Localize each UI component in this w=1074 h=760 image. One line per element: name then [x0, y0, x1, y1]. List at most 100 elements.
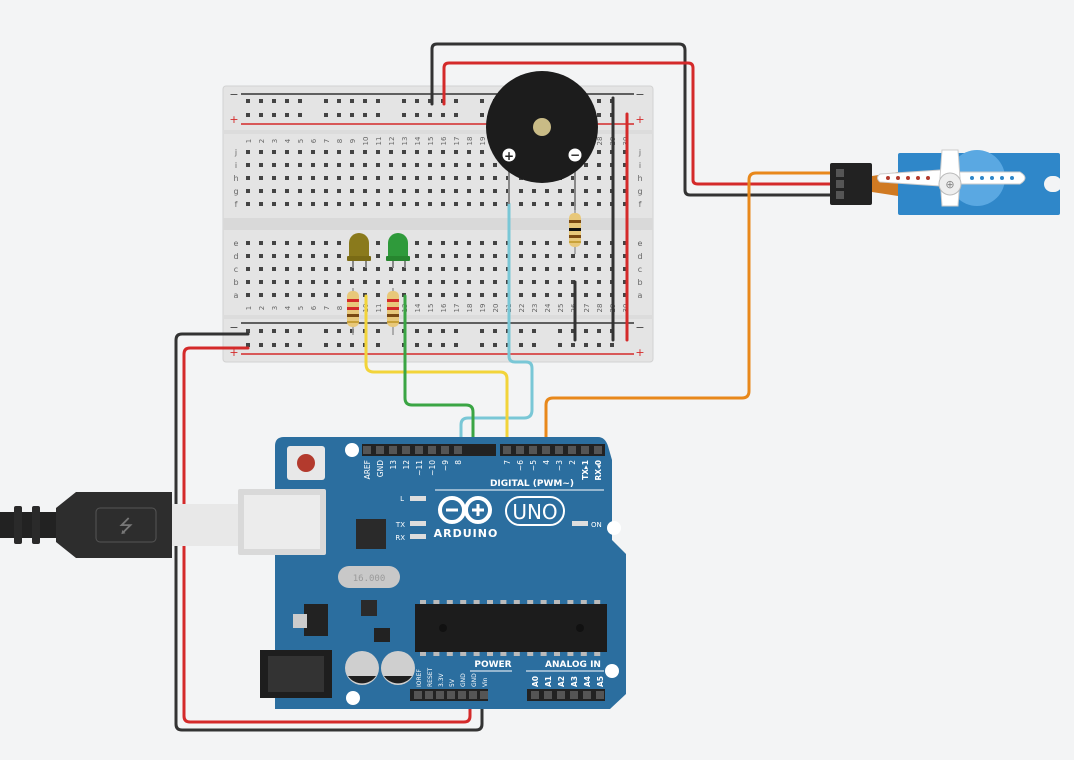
terminal-hole[interactable] — [272, 163, 276, 167]
terminal-hole[interactable] — [545, 293, 549, 297]
terminal-hole[interactable] — [415, 293, 419, 297]
rail-hole[interactable] — [324, 99, 328, 103]
wire-black-gnd[interactable] — [174, 332, 484, 732]
terminal-hole[interactable] — [467, 150, 471, 154]
terminal-hole[interactable] — [259, 254, 263, 258]
terminal-hole[interactable] — [272, 280, 276, 284]
rail-hole[interactable] — [298, 329, 302, 333]
power-pin[interactable] — [436, 691, 444, 699]
terminal-hole[interactable] — [298, 163, 302, 167]
terminal-hole[interactable] — [272, 202, 276, 206]
power-pin[interactable] — [425, 691, 433, 699]
terminal-hole[interactable] — [545, 280, 549, 284]
power-pin[interactable] — [414, 691, 422, 699]
resistor-buzzer[interactable] — [569, 206, 581, 254]
terminal-hole[interactable] — [259, 202, 263, 206]
resistor-green-led[interactable] — [387, 288, 399, 335]
terminal-hole[interactable] — [623, 150, 627, 154]
terminal-hole[interactable] — [415, 150, 419, 154]
rail-hole[interactable] — [415, 113, 419, 117]
digital-pin[interactable] — [516, 446, 524, 454]
terminal-hole[interactable] — [259, 280, 263, 284]
rail-hole[interactable] — [350, 343, 354, 347]
terminal-hole[interactable] — [285, 241, 289, 245]
terminal-hole[interactable] — [480, 150, 484, 154]
power-pin[interactable] — [480, 691, 488, 699]
terminal-hole[interactable] — [623, 163, 627, 167]
rail-hole[interactable] — [493, 343, 497, 347]
rail-hole[interactable] — [285, 343, 289, 347]
header-pins[interactable] — [363, 446, 604, 699]
rail-hole[interactable] — [558, 329, 562, 333]
terminal-hole[interactable] — [467, 189, 471, 193]
terminal-hole[interactable] — [467, 293, 471, 297]
terminal-hole[interactable] — [298, 202, 302, 206]
terminal-hole[interactable] — [311, 202, 315, 206]
terminal-hole[interactable] — [389, 163, 393, 167]
terminal-hole[interactable] — [545, 267, 549, 271]
rail-hole[interactable] — [246, 329, 250, 333]
terminal-hole[interactable] — [428, 241, 432, 245]
terminal-hole[interactable] — [623, 280, 627, 284]
rail-hole[interactable] — [441, 343, 445, 347]
terminal-hole[interactable] — [493, 241, 497, 245]
terminal-hole[interactable] — [584, 202, 588, 206]
digital-pin[interactable] — [389, 446, 397, 454]
terminal-hole[interactable] — [272, 150, 276, 154]
terminal-hole[interactable] — [298, 267, 302, 271]
rail-hole[interactable] — [350, 113, 354, 117]
terminal-hole[interactable] — [532, 254, 536, 258]
terminal-hole[interactable] — [519, 202, 523, 206]
terminal-hole[interactable] — [246, 189, 250, 193]
terminal-hole[interactable] — [285, 202, 289, 206]
terminal-hole[interactable] — [584, 189, 588, 193]
terminal-hole[interactable] — [519, 241, 523, 245]
terminal-hole[interactable] — [246, 176, 250, 180]
terminal-hole[interactable] — [454, 241, 458, 245]
analog-pin[interactable] — [531, 691, 539, 699]
terminal-hole[interactable] — [441, 293, 445, 297]
rail-hole[interactable] — [597, 99, 601, 103]
terminal-hole[interactable] — [415, 189, 419, 193]
rail-hole[interactable] — [298, 343, 302, 347]
terminal-hole[interactable] — [402, 163, 406, 167]
terminal-hole[interactable] — [480, 241, 484, 245]
rail-hole[interactable] — [610, 343, 614, 347]
terminal-hole[interactable] — [467, 241, 471, 245]
rail-hole[interactable] — [285, 113, 289, 117]
terminal-hole[interactable] — [272, 241, 276, 245]
terminal-hole[interactable] — [623, 176, 627, 180]
terminal-hole[interactable] — [272, 293, 276, 297]
terminal-hole[interactable] — [389, 189, 393, 193]
terminal-hole[interactable] — [389, 267, 393, 271]
terminal-hole[interactable] — [597, 267, 601, 271]
terminal-hole[interactable] — [428, 176, 432, 180]
terminal-hole[interactable] — [558, 267, 562, 271]
terminal-hole[interactable] — [519, 293, 523, 297]
terminal-hole[interactable] — [441, 150, 445, 154]
rail-hole[interactable] — [285, 329, 289, 333]
terminal-hole[interactable] — [246, 293, 250, 297]
wire-red-servo-vcc[interactable] — [442, 61, 836, 186]
terminal-hole[interactable] — [480, 163, 484, 167]
terminal-hole[interactable] — [402, 280, 406, 284]
terminal-hole[interactable] — [467, 280, 471, 284]
rail-hole[interactable] — [519, 329, 523, 333]
terminal-hole[interactable] — [285, 267, 289, 271]
terminal-hole[interactable] — [545, 189, 549, 193]
terminal-hole[interactable] — [402, 150, 406, 154]
terminal-hole[interactable] — [376, 163, 380, 167]
terminal-hole[interactable] — [337, 202, 341, 206]
terminal-hole[interactable] — [311, 176, 315, 180]
rail-hole[interactable] — [285, 99, 289, 103]
terminal-hole[interactable] — [311, 150, 315, 154]
digital-pin[interactable] — [581, 446, 589, 454]
terminal-hole[interactable] — [519, 254, 523, 258]
rail-hole[interactable] — [532, 343, 536, 347]
terminal-hole[interactable] — [428, 280, 432, 284]
terminal-hole[interactable] — [584, 280, 588, 284]
terminal-hole[interactable] — [337, 189, 341, 193]
terminal-hole[interactable] — [428, 267, 432, 271]
rail-hole[interactable] — [272, 113, 276, 117]
